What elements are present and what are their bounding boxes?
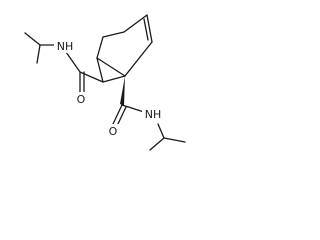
bond [24,32,41,46]
bond [146,14,153,43]
atom-labels: O NH O NH [54,39,164,138]
bond [149,137,165,151]
bond [96,57,104,83]
bicyclic-core [96,14,153,83]
bond [96,36,104,59]
bond [121,104,145,113]
bond [157,123,165,139]
bond [65,51,81,73]
bond [102,75,126,83]
oxygen-atom-label: O [109,125,118,138]
left-amide-group [24,32,104,94]
amide-nitrogen-label: NH [57,40,74,53]
bond [96,57,126,77]
bond [102,31,125,38]
amide-nitrogen-label: NH [145,108,162,121]
bond [143,18,149,41]
wedge-bond [120,76,125,106]
bond [124,41,153,77]
bond [123,14,148,33]
bond [116,106,127,127]
oxygen-atom-label: O [77,93,86,106]
bond [163,137,186,143]
bond [36,44,41,64]
right-amide-group [112,76,186,151]
bond [112,104,123,125]
chemical-structure-diagram: O NH O NH [24,14,186,151]
